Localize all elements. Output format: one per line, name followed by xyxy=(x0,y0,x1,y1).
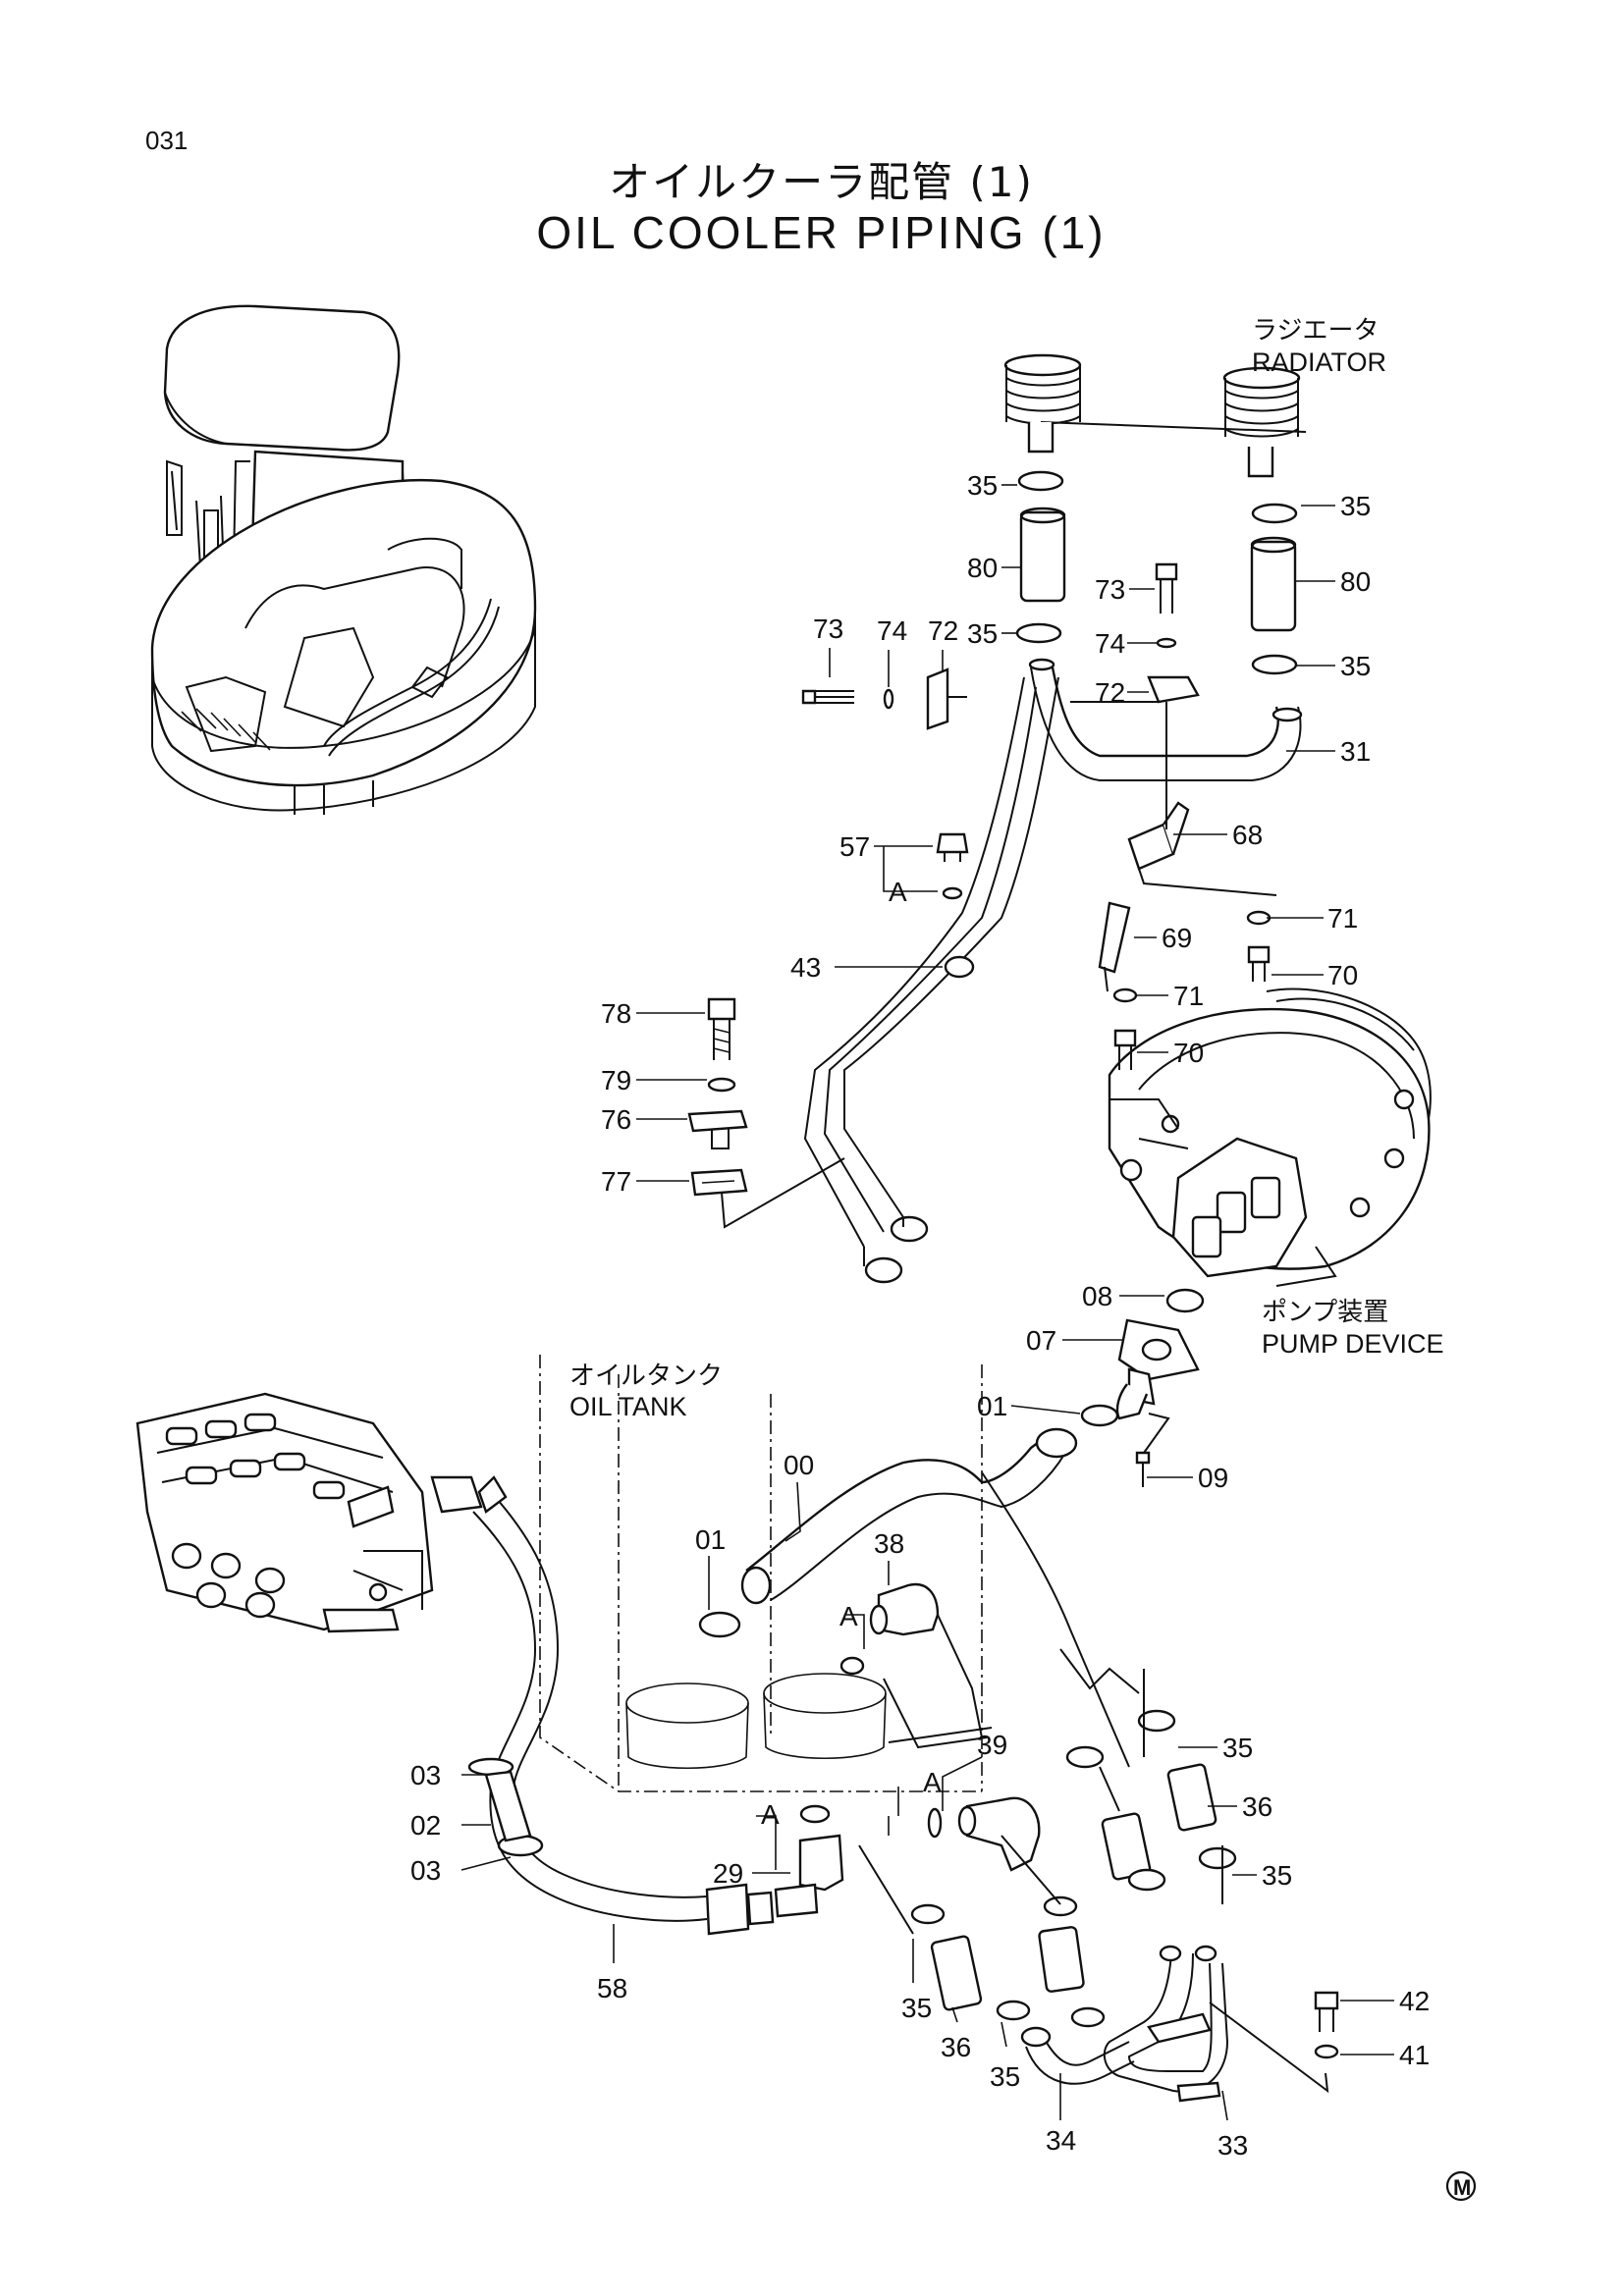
radiator-label-jp: ラジエータ xyxy=(1252,316,1379,346)
callout-74: 74 xyxy=(1095,628,1125,659)
callout-29: 29 xyxy=(713,1858,743,1889)
plug-57 xyxy=(936,832,969,900)
callout-A: A xyxy=(889,877,907,907)
page-title-english: OIL COOLER PIPING (1) xyxy=(536,207,1107,258)
leader-lines xyxy=(460,484,1394,2121)
callout-A: A xyxy=(923,1767,942,1797)
callout-09: 09 xyxy=(1198,1463,1228,1493)
clamp-hardware-left xyxy=(687,997,845,1229)
callout-80: 80 xyxy=(1340,566,1371,597)
callout-03: 03 xyxy=(410,1760,441,1790)
callout-35: 35 xyxy=(1340,491,1371,521)
callout-35: 35 xyxy=(1222,1733,1253,1763)
oil-tank-label-jp: オイルタンク xyxy=(569,1362,723,1391)
callout-36: 36 xyxy=(941,2032,971,2062)
callout-43: 43 xyxy=(790,952,821,983)
callout-73: 73 xyxy=(1095,574,1125,605)
callout-72: 72 xyxy=(928,615,958,646)
callout-A: A xyxy=(761,1799,780,1830)
control-valve-illustration xyxy=(135,1392,434,1633)
callout-35: 35 xyxy=(1262,1860,1292,1891)
callout-74: 74 xyxy=(877,615,907,646)
callout-01: 01 xyxy=(695,1524,726,1555)
oil-tank-label-en: OIL TANK xyxy=(569,1392,687,1421)
callout-79: 79 xyxy=(601,1065,631,1095)
hose-58 xyxy=(430,1475,775,1936)
callout-34: 34 xyxy=(1046,2125,1076,2156)
callout-72: 72 xyxy=(1095,677,1125,708)
callout-70: 70 xyxy=(1173,1038,1204,1068)
pump-device-label-jp: ポンプ装置 xyxy=(1262,1298,1388,1327)
callout-07: 07 xyxy=(1026,1325,1056,1356)
component-captions: ラジエータ RADIATOR ポンプ装置 PUMP DEVICE オイルタンク … xyxy=(569,316,1444,1421)
page-number: 031 xyxy=(145,126,189,155)
callout-35: 35 xyxy=(967,470,998,501)
radiator-label-en: RADIATOR xyxy=(1252,347,1386,377)
callout-71: 71 xyxy=(1173,981,1204,1011)
callout-76: 76 xyxy=(601,1104,631,1135)
callout-labels: 35 80 35 73 74 72 73 74 72 35 80 35 31 5… xyxy=(410,470,1430,2161)
callout-35: 35 xyxy=(990,2061,1020,2092)
callout-39: 39 xyxy=(977,1730,1007,1760)
elbow-fittings xyxy=(774,1582,1041,1918)
lower-hose-group xyxy=(858,1471,1339,2103)
m-mark: M xyxy=(1445,2170,1477,2202)
callout-02: 02 xyxy=(410,1810,441,1841)
excavator-overview-illustration xyxy=(150,304,537,815)
callout-41: 41 xyxy=(1399,2040,1430,2070)
m-mark-letter: M xyxy=(1453,2175,1471,2200)
callout-03: 03 xyxy=(410,1855,441,1886)
page-title-japanese: オイルクーラ配管 (1) xyxy=(609,158,1034,206)
callout-69: 69 xyxy=(1162,923,1192,953)
pump-device-label-en: PUMP DEVICE xyxy=(1262,1329,1444,1359)
callout-77: 77 xyxy=(601,1166,631,1197)
callout-36: 36 xyxy=(1242,1791,1272,1822)
callout-71: 71 xyxy=(1327,903,1358,934)
callout-70: 70 xyxy=(1327,960,1358,990)
callout-31: 31 xyxy=(1340,736,1371,767)
callout-35: 35 xyxy=(901,1993,932,2023)
callout-35: 35 xyxy=(1340,651,1371,681)
callout-57: 57 xyxy=(839,831,870,862)
callout-68: 68 xyxy=(1232,820,1263,850)
radiator-illustration xyxy=(1003,353,1307,478)
callout-58: 58 xyxy=(597,1973,627,2003)
upper-hose-set xyxy=(801,470,1303,781)
callout-38: 38 xyxy=(874,1528,904,1559)
callout-42: 42 xyxy=(1399,1986,1430,2016)
callout-00: 00 xyxy=(784,1450,814,1480)
callout-78: 78 xyxy=(601,998,631,1029)
callout-A: A xyxy=(839,1601,858,1631)
callout-35: 35 xyxy=(967,618,998,649)
pump-device-illustration xyxy=(1108,988,1432,1287)
callout-73: 73 xyxy=(813,614,843,644)
flange-07-assembly xyxy=(1080,1288,1205,1487)
callout-33: 33 xyxy=(1217,2130,1248,2161)
callout-08: 08 xyxy=(1082,1281,1112,1311)
callout-01: 01 xyxy=(977,1391,1007,1421)
callout-80: 80 xyxy=(967,553,998,583)
bolts-70-washers-71 xyxy=(1112,910,1271,1070)
pipe-43 xyxy=(803,676,1059,1284)
oil-tank-illustration xyxy=(539,1355,993,1792)
bracket-set xyxy=(1070,701,1277,992)
